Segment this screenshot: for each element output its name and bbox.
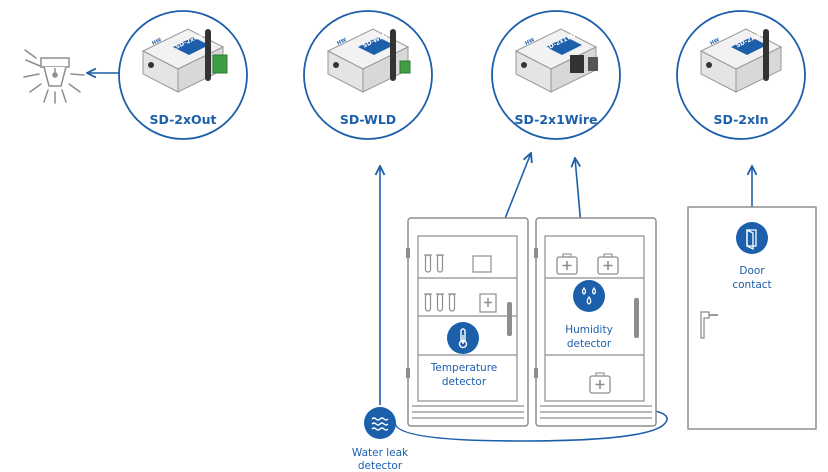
box-icon — [472, 255, 492, 273]
device-maker-text: HW — [709, 37, 721, 47]
device-maker-text: HW — [151, 37, 163, 47]
humidity-detector-label: Humidity detector — [553, 320, 625, 352]
svg-text:Door: Door — [739, 265, 765, 277]
svg-text:Humidity: Humidity — [565, 324, 613, 336]
first-aid-box-icon — [597, 253, 619, 275]
lamp-icon — [23, 49, 85, 104]
first-aid-box-icon — [589, 372, 611, 394]
svg-text:Temperature: Temperature — [430, 362, 498, 374]
cabinet-left — [406, 217, 529, 427]
device-label: SD-2xOut — [149, 112, 216, 127]
device-maker-text: HW — [524, 37, 536, 47]
device-maker-text: HW — [336, 37, 348, 47]
door-contact-label: Door contact — [732, 265, 771, 291]
water-waves-icon — [364, 407, 396, 439]
svg-text:Water leak: Water leak — [352, 447, 409, 459]
water-leak-detector-label: Water leak detector — [352, 447, 409, 472]
device-module-icon — [141, 28, 228, 93]
device-label: SD-2x1Wire — [515, 112, 598, 127]
svg-text:contact: contact — [732, 279, 771, 291]
device-sd-2xin: SD-2xIn HW SD-2xIn — [676, 10, 806, 140]
device-module-icon — [326, 28, 411, 93]
thermometer-icon — [447, 322, 479, 354]
first-aid-box-icon — [556, 253, 578, 275]
device-sd-2x1wire: SD-2x1Wire HW SD-2x1Wire — [491, 10, 621, 140]
leak-sensor-cable — [394, 407, 668, 442]
device-module-icon — [699, 28, 783, 93]
device-module-icon — [514, 28, 598, 93]
device-label: SD-2xIn — [713, 112, 768, 127]
temperature-detector-label: Temperature detector — [420, 358, 510, 390]
svg-text:detector: detector — [567, 338, 612, 350]
svg-text:detector: detector — [358, 460, 403, 472]
device-sd-wld: SD-WLD HW SD-WLD — [303, 10, 433, 140]
device-sd-2xout: SD-2xOut HW SD-2xOut — [118, 10, 248, 140]
water-drops-icon — [573, 280, 605, 312]
door-icon — [736, 222, 768, 254]
svg-text:detector: detector — [442, 376, 487, 388]
device-label: SD-WLD — [340, 112, 396, 127]
